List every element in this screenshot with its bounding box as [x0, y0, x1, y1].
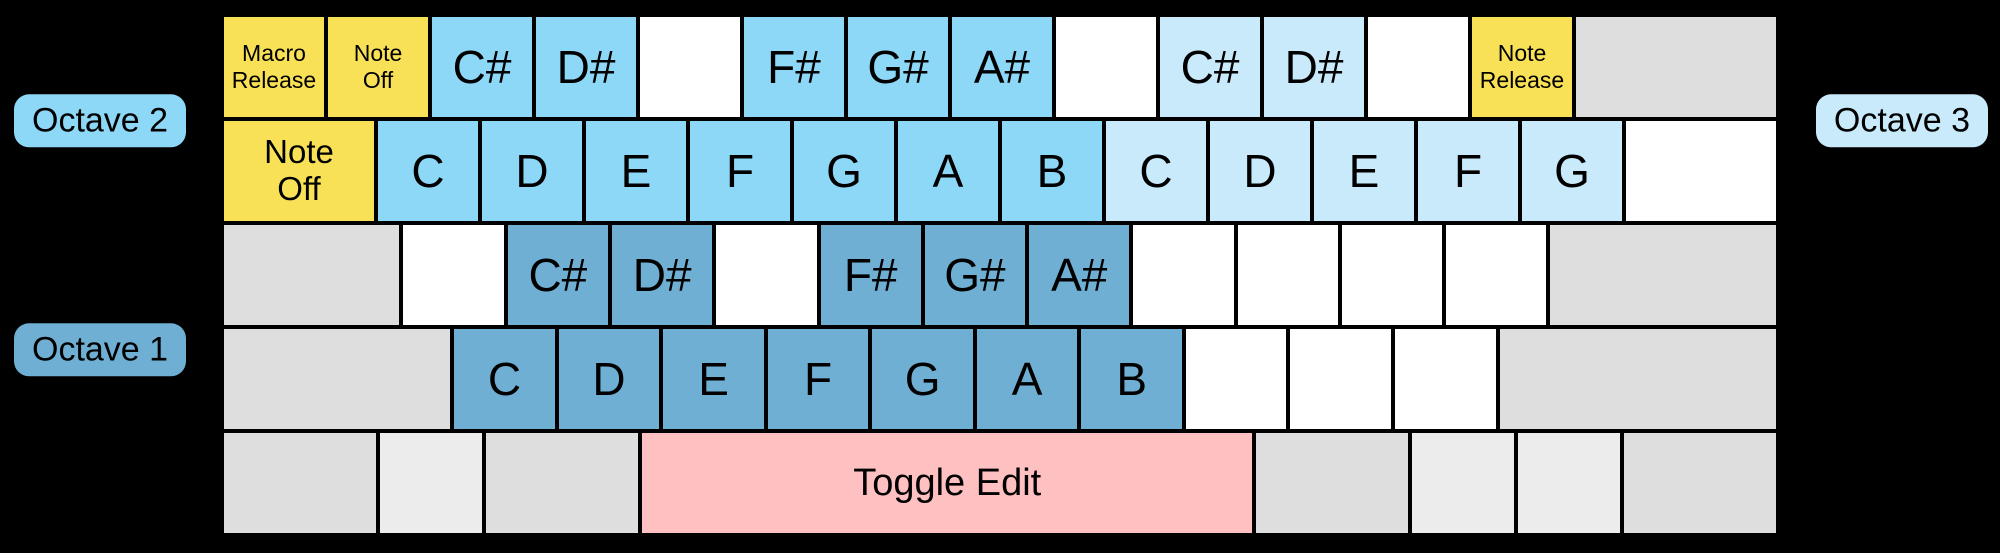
blank-key: [638, 15, 742, 119]
bottom-row: Toggle Edit: [222, 431, 1778, 535]
blank-key: [1131, 223, 1236, 327]
inactive-key: [222, 431, 379, 535]
blank-key: [1183, 327, 1289, 431]
note-gsharp-oct2-key: G#: [846, 15, 950, 119]
inactive-key: [1254, 431, 1411, 535]
note-b-oct1-key: B: [1079, 327, 1184, 431]
note-f-oct2-key: F: [688, 119, 792, 223]
blank-key: [1235, 223, 1340, 327]
note-asharp-oct1-key: A#: [1027, 223, 1132, 327]
note-g-oct2-key: G: [792, 119, 896, 223]
note-d-oct2-key: D: [480, 119, 584, 223]
blank-key: [1392, 327, 1498, 431]
blank-key: [714, 223, 819, 327]
note-g-oct3-key: G: [1520, 119, 1624, 223]
inactive-key: [1574, 15, 1778, 119]
note-a-oct2-key: A: [896, 119, 1000, 223]
note-csharp-oct3-key: C#: [1158, 15, 1262, 119]
toggle-edit-key: Toggle Edit: [640, 431, 1254, 535]
note-c-oct1-key: C: [452, 327, 557, 431]
note-c-oct2-key: C: [376, 119, 480, 223]
inactive-key: [484, 431, 641, 535]
note-d-oct1-key: D: [556, 327, 662, 431]
inactive-key: [1516, 431, 1622, 535]
octave-2-label: Octave 2: [14, 94, 187, 148]
inactive-key: [378, 431, 484, 535]
note-dsharp-oct3-key: D#: [1262, 15, 1366, 119]
inactive-key: [1497, 327, 1778, 431]
note-f-oct3-key: F: [1416, 119, 1520, 223]
note-a-oct1-key: A: [974, 327, 1080, 431]
note-gsharp-oct1-key: G#: [922, 223, 1028, 327]
note-e-oct2-key: E: [584, 119, 688, 223]
note-e-oct3-key: E: [1312, 119, 1416, 223]
note-dsharp-oct2-key: D#: [534, 15, 638, 119]
note-asharp-oct2-key: A#: [950, 15, 1054, 119]
note-d-oct3-key: D: [1208, 119, 1312, 223]
octave-3-label: Octave 3: [1815, 94, 1988, 148]
blank-key: [1444, 223, 1549, 327]
note-fsharp-oct2-key: F#: [742, 15, 846, 119]
blank-key: [1366, 15, 1470, 119]
inactive-key: [1621, 431, 1778, 535]
inactive-key: [1548, 223, 1778, 327]
octave-1-label: Octave 1: [14, 323, 187, 377]
note-fsharp-oct1-key: F#: [818, 223, 923, 327]
blank-key: [1054, 15, 1158, 119]
inactive-key: [1410, 431, 1516, 535]
note-e-oct1-key: E: [661, 327, 766, 431]
note-b-oct2-key: B: [1000, 119, 1104, 223]
blank-key: [401, 223, 506, 327]
note-c-oct3-key: C: [1104, 119, 1208, 223]
note-dsharp-oct1-key: D#: [610, 223, 715, 327]
blank-key: [1339, 223, 1445, 327]
blank-key: [1288, 327, 1393, 431]
note-f-oct1-key: F: [765, 327, 871, 431]
home-row: C#D# F#G#A#: [222, 223, 1778, 327]
blank-key: [1624, 119, 1778, 223]
note-csharp-oct1-key: C#: [505, 223, 610, 327]
inactive-key: [222, 223, 402, 327]
inactive-key: [222, 327, 453, 431]
note-csharp-oct2-key: C#: [430, 15, 534, 119]
note-g-oct1-key: G: [870, 327, 975, 431]
